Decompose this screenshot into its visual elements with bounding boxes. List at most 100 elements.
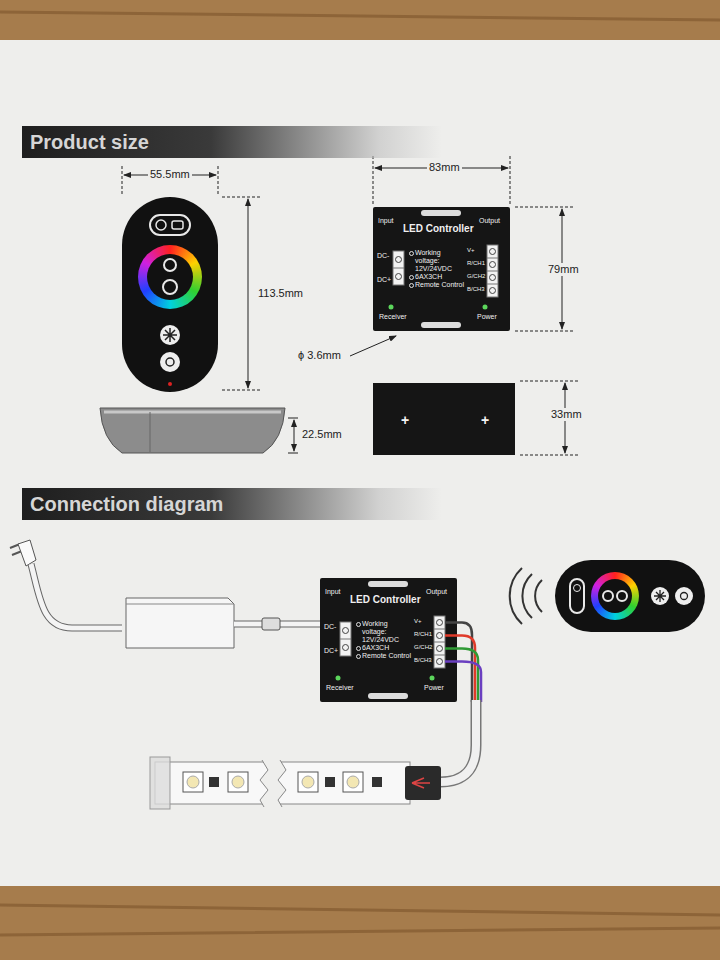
dimension-lines xyxy=(515,207,574,208)
dimension-label: 33mm xyxy=(549,408,584,421)
output-wires xyxy=(445,636,475,703)
section-header: Connection diagram xyxy=(22,488,442,520)
output-wires xyxy=(440,623,481,783)
dimension-lines xyxy=(294,420,295,451)
remote-top-view xyxy=(163,328,177,342)
panel-label: B/CH3 xyxy=(414,657,432,664)
remote-control xyxy=(535,580,542,612)
spec-text: Working voltage: 12V/24VDC xyxy=(356,620,412,644)
led-strip xyxy=(260,760,286,807)
dimension-label: 113.5mm xyxy=(256,287,305,300)
remote-control xyxy=(510,568,522,624)
spec-list: Working voltage: 12V/24VDC6AX3CHRemote C… xyxy=(356,620,412,660)
remote-control xyxy=(681,593,688,600)
panel-label: DC+ xyxy=(324,647,338,655)
output-wires xyxy=(445,649,478,703)
wood-table xyxy=(0,12,720,935)
controller-back: ++ xyxy=(373,383,515,455)
color-ring xyxy=(138,245,202,309)
power-supply xyxy=(18,540,36,566)
remote-top-view xyxy=(160,325,180,345)
remote-side-view xyxy=(100,408,285,453)
panel-label: Power xyxy=(424,684,444,692)
dimension-lines xyxy=(515,331,574,332)
dimension-lines xyxy=(218,166,219,195)
remote-top-view xyxy=(122,197,218,392)
remote-top-view xyxy=(172,221,183,229)
remote-top-view xyxy=(156,220,166,230)
spec-text: 6AX3CH xyxy=(409,273,465,281)
led-strip xyxy=(302,776,314,788)
dimension-label: 83mm xyxy=(427,161,462,174)
remote-control xyxy=(651,587,669,605)
panel-label: Receiver xyxy=(379,313,407,321)
panel-label: V+ xyxy=(414,618,422,625)
dimension-lines xyxy=(510,156,511,204)
ring-button xyxy=(616,590,628,602)
spec-list: Working voltage: 12V/24VDC6AX3CHRemote C… xyxy=(409,249,465,289)
ring-button xyxy=(162,279,178,295)
remote-control xyxy=(522,574,532,618)
panel-label: R/CH1 xyxy=(414,631,432,638)
remote-top-view xyxy=(168,382,172,386)
spec-text: Remote Control xyxy=(356,652,412,660)
dimension-lines xyxy=(222,197,262,198)
section-header: Product size xyxy=(22,126,442,158)
led-strip xyxy=(187,776,199,788)
section-title: Connection diagram xyxy=(22,488,442,520)
power-supply xyxy=(262,618,280,630)
dimension-lines xyxy=(122,156,578,455)
dimension-lines xyxy=(222,390,262,391)
panel-label: G/CH2 xyxy=(414,644,432,651)
power-supply xyxy=(31,564,122,628)
led-strip xyxy=(298,772,318,792)
led-strip xyxy=(325,777,335,787)
spec-text: 6AX3CH xyxy=(356,644,412,652)
led-strip xyxy=(150,757,441,809)
panel-label: Input xyxy=(325,588,341,596)
controller-art xyxy=(373,207,510,331)
dimension-lines xyxy=(122,166,123,195)
remote-top-view xyxy=(150,215,190,235)
power-supply xyxy=(10,540,320,648)
panel-label: Output xyxy=(479,217,500,225)
dimension-lines xyxy=(288,418,298,419)
ring-button xyxy=(163,258,177,272)
controller-box: InputLED ControllerOutputDC-DC+Working v… xyxy=(373,207,510,331)
led-strip xyxy=(209,777,219,787)
remote-control xyxy=(570,579,584,613)
dimension-label: 79mm xyxy=(546,263,581,276)
remote-top-view xyxy=(166,358,174,366)
ring-center xyxy=(598,579,632,613)
panel-label: DC- xyxy=(324,623,336,631)
dimension-lines xyxy=(288,453,298,454)
led-strip xyxy=(183,772,203,792)
spec-text: Working voltage: 12V/24VDC xyxy=(409,249,465,273)
remote-side-view xyxy=(104,411,281,414)
led-strip xyxy=(232,776,244,788)
panel-label: B/CH3 xyxy=(467,286,485,293)
panel-label: G/CH2 xyxy=(467,273,485,280)
controller-art xyxy=(320,578,457,702)
device-name: LED Controller xyxy=(403,223,474,234)
panel-label: Output xyxy=(426,588,447,596)
section-title: Product size xyxy=(22,126,442,158)
dimension-lines xyxy=(373,156,374,204)
panel-label: Power xyxy=(477,313,497,321)
dimension-label: ϕ 3.6mm xyxy=(296,349,343,362)
remote-side-view xyxy=(150,412,151,452)
dimension-label: 55.5mm xyxy=(148,168,192,181)
output-wires xyxy=(440,700,476,782)
panel-label: V+ xyxy=(467,247,475,254)
controller-box: InputLED ControllerOutputDC-DC+Working v… xyxy=(320,578,457,702)
led-strip xyxy=(372,777,382,787)
dimension-lines xyxy=(520,381,578,382)
terminal-sign: + xyxy=(481,413,489,427)
ring-center xyxy=(147,254,193,300)
remote-side-view xyxy=(100,408,285,453)
panel-label: DC- xyxy=(377,252,389,260)
